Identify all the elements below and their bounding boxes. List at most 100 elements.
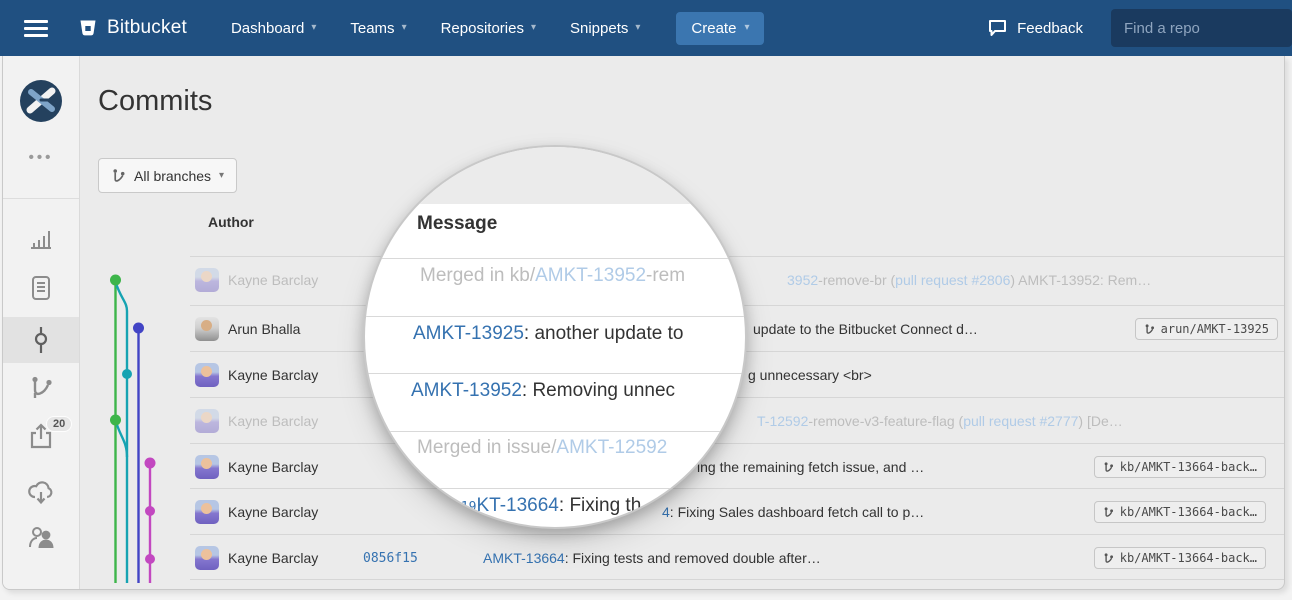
branch-icon [1103, 461, 1114, 474]
branch-tag[interactable]: arun/AMKT-13925 [1134, 318, 1278, 340]
users-icon [27, 523, 55, 551]
document-icon [29, 274, 53, 302]
bar-chart-icon [28, 225, 54, 251]
commit-author: Kayne Barclay [228, 550, 319, 566]
author-column-header: Author [208, 214, 254, 230]
commit-author: Kayne Barclay [228, 504, 319, 520]
commit-row: Kayne Barclay ing the remaining fetch is… [3, 444, 1284, 490]
avatar [195, 500, 219, 524]
sidebar-item-charts[interactable] [3, 224, 79, 252]
commit-author: Arun Bhalla [228, 321, 301, 337]
speech-bubble-icon [987, 18, 1008, 38]
magnified-commit-message: Merged in kb/AMKT-13952-rem [420, 265, 686, 286]
pull-request-link[interactable]: pull request #2777 [963, 413, 1079, 429]
issue-link[interactable]: 4 [662, 504, 670, 520]
main-panel: ••• 20 Commits [2, 56, 1285, 590]
commit-row: Kayne Barclay g unnecessary <br> [3, 352, 1284, 398]
commit-row: Kayne Barclay T-12592-remove-v3-feature-… [3, 398, 1284, 444]
commit-row: Kayne Barclay 0856f15 AMKT-13664: Fixing… [3, 535, 1284, 581]
magnified-commit-message: Merged in issue/AMKT-12592 [417, 437, 668, 458]
branch-icon [1103, 506, 1114, 519]
sidebar-item-source[interactable] [3, 273, 79, 303]
commit-row: Kayne Barclay 4: Fixing Sales dashboard … [3, 489, 1284, 535]
commit-message: 4: Fixing Sales dashboard fetch call to … [662, 504, 925, 520]
nav-item-snippets[interactable]: Snippets [570, 20, 640, 37]
commit-message: 3952-remove-br (pull request #2806) AMKT… [787, 272, 1152, 288]
avatar [195, 546, 219, 570]
sidebar-item-members[interactable] [3, 522, 79, 552]
branch-tag[interactable]: kb/AMKT-13664-back… [1093, 547, 1266, 569]
sidebar-item-commits[interactable] [3, 325, 79, 355]
branch-icon [111, 168, 126, 184]
issue-link[interactable]: AMKT-12592 [556, 437, 668, 458]
issue-link[interactable]: AMKT-13952 [535, 265, 647, 286]
message-column-header: Message [417, 213, 498, 234]
create-button[interactable]: Create [676, 11, 765, 45]
commit-message: update to the Bitbucket Connect d… [753, 321, 978, 337]
magnifier-lens: Message Merged in kb/AMKT-13952-rem AMKT… [363, 145, 747, 529]
feedback-button[interactable]: Feedback [987, 18, 1083, 38]
branch-tag[interactable]: kb/AMKT-13664-back… [1093, 456, 1266, 478]
commit-author: Kayne Barclay [228, 272, 319, 288]
sidebar-more-icon[interactable]: ••• [28, 148, 54, 166]
bitbucket-logo[interactable]: Bitbucket [78, 17, 187, 39]
commit-icon [28, 326, 54, 354]
commit-author: Kayne Barclay [228, 459, 319, 475]
find-repo-input[interactable] [1111, 9, 1292, 47]
pull-request-link[interactable]: pull request #2806 [895, 272, 1011, 288]
commit-message: AMKT-13664: Fixing tests and removed dou… [483, 550, 821, 566]
issue-link[interactable]: AMKT-13664 [483, 550, 565, 566]
nav-item-dashboard[interactable]: Dashboard [231, 20, 316, 37]
issue-link[interactable]: T-12592 [757, 413, 809, 429]
commit-hash-link[interactable]: 0856f15 [363, 550, 418, 566]
branch-tag[interactable]: kb/AMKT-13664-back… [1093, 501, 1266, 523]
sidebar-selected-highlight [3, 317, 79, 363]
bitbucket-bucket-icon [78, 18, 98, 38]
commit-author: Kayne Barclay [228, 367, 319, 383]
commit-row: Kayne Barclay 3952-remove-br (pull reque… [3, 257, 1284, 303]
avatar [195, 268, 219, 292]
magnified-commit-message: AMKT-13952: Removing unnec [411, 380, 676, 401]
branch-icon [28, 374, 54, 402]
branch-icon [1103, 552, 1114, 565]
chevron-down-icon [744, 23, 749, 33]
sidebar-item-branches[interactable] [3, 373, 79, 403]
chevron-down-icon [219, 171, 224, 181]
magnified-commit-message: AMKT-13925: another update to [413, 323, 684, 344]
commit-message: ing the remaining fetch issue, and … [697, 459, 925, 475]
issue-link[interactable]: 3952 [787, 272, 819, 288]
lens-background [365, 147, 745, 204]
nav-item-repositories[interactable]: Repositories [441, 20, 536, 37]
pull-requests-badge: 20 [46, 416, 73, 432]
sidebar-item-downloads[interactable] [3, 477, 79, 507]
chevron-down-icon [402, 23, 407, 33]
sidebar-item-pull-requests[interactable] [3, 422, 79, 452]
top-nav-bar: Bitbucket Dashboard Teams Repositories S… [0, 0, 1292, 56]
chevron-down-icon [635, 23, 640, 33]
avatar [195, 363, 219, 387]
cloud-download-icon [27, 479, 55, 505]
branch-icon [1144, 323, 1155, 336]
commit-message: g unnecessary <br> [748, 367, 872, 383]
commit-hash-link[interactable]: 619 [453, 500, 477, 515]
issue-link[interactable]: KT-13664 [476, 495, 559, 516]
avatar [195, 317, 219, 341]
hamburger-menu-icon[interactable] [24, 19, 48, 37]
issue-link[interactable]: AMKT-13925 [413, 323, 524, 344]
nav-item-teams[interactable]: Teams [350, 20, 406, 37]
commit-row: Arun Bhalla update to the Bitbucket Conn… [3, 306, 1284, 352]
issue-link[interactable]: AMKT-13952 [411, 380, 522, 401]
commit-author: Kayne Barclay [228, 413, 319, 429]
chevron-down-icon [311, 23, 316, 33]
sidebar-divider [3, 198, 79, 199]
page-title: Commits [98, 85, 213, 117]
team-avatar[interactable] [3, 79, 79, 123]
chevron-down-icon [531, 23, 536, 33]
all-branches-dropdown[interactable]: All branches [98, 158, 238, 193]
avatar [195, 455, 219, 479]
commit-message: T-12592-remove-v3-feature-flag (pull req… [757, 413, 1123, 429]
avatar [195, 409, 219, 433]
share-up-icon [28, 423, 54, 451]
nav-menu: Dashboard Teams Repositories Snippets [231, 20, 640, 37]
